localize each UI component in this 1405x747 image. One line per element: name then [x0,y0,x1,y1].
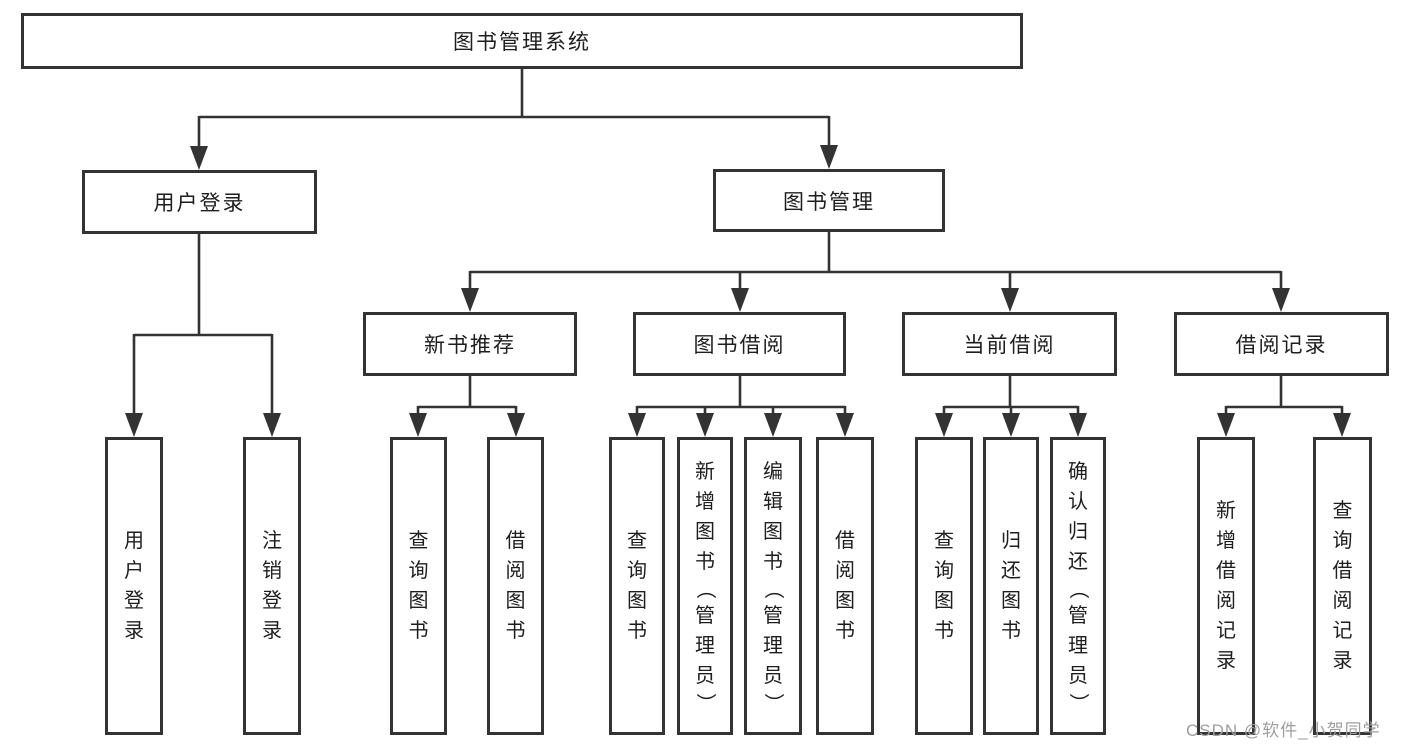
leaf-edit-books-admin: 编辑图书（管理员） [744,437,802,735]
leaf-query-books-borrowing: 查询图书 [609,437,665,735]
node-book-borrowing: 图书借阅 [633,312,846,376]
leaf-add-books-admin: 新增图书（管理员） [677,437,733,735]
leaf-query-books-recommend: 查询图书 [390,437,447,735]
leaf-user-login: 用户登录 [105,437,163,735]
node-current-borrowing: 当前借阅 [902,312,1117,376]
node-library-management-system: 图书管理系统 [21,13,1023,69]
node-book-management: 图书管理 [713,169,945,232]
node-new-book-recommend: 新书推荐 [363,312,577,376]
leaf-query-borrow-record: 查询借阅记录 [1313,437,1372,735]
csdn-watermark: CSDN @软件_小贺同学 [1186,721,1381,740]
node-borrowing-records: 借阅记录 [1174,312,1389,376]
leaf-logout: 注销登录 [243,437,301,735]
leaf-borrow-books: 借阅图书 [816,437,874,735]
leaf-confirm-return-admin: 确认归还（管理员） [1050,437,1106,735]
node-user-login: 用户登录 [82,170,317,234]
leaf-borrow-books-recommend: 借阅图书 [487,437,544,735]
leaf-return-books: 归还图书 [983,437,1039,735]
leaf-query-books-current: 查询图书 [915,437,973,735]
leaf-add-borrow-record: 新增借阅记录 [1197,437,1255,735]
